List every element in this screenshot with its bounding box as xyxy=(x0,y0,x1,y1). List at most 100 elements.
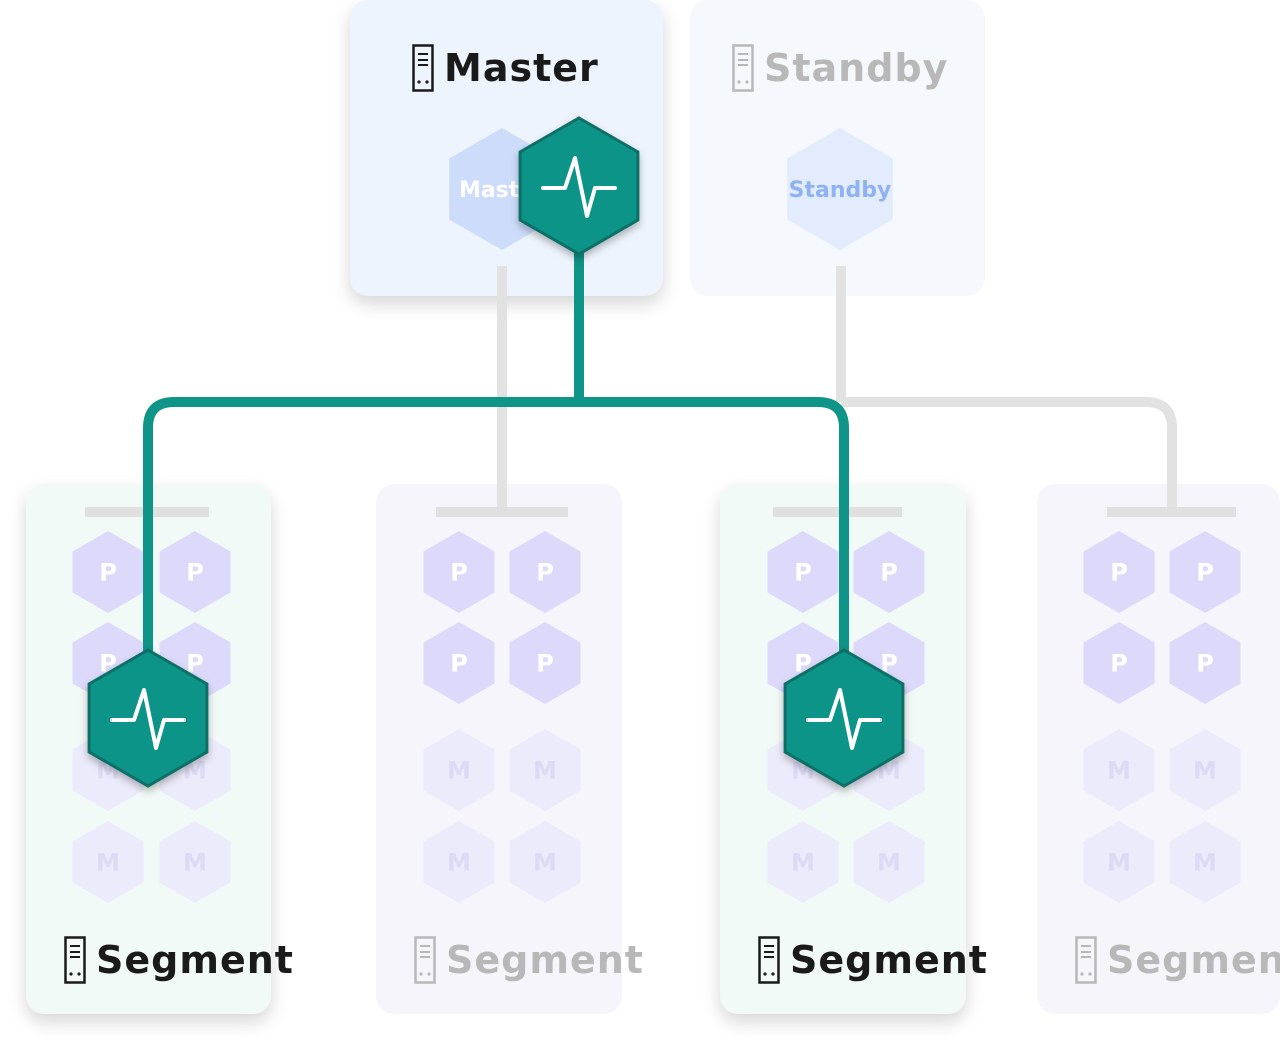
mirror-hex-seg4-1-shape xyxy=(1083,729,1155,811)
primary-hex-seg1-1-label: P xyxy=(99,559,117,587)
mirror-hex-seg3-3-label: M xyxy=(791,849,815,877)
segment-3-monitor-hex xyxy=(783,648,905,788)
primary-hex-seg1-1-shape xyxy=(72,531,144,613)
primary-hex-seg2-3: P xyxy=(423,622,495,704)
mirror-hex-seg1-3-label: M xyxy=(96,849,120,877)
standby-title-text: Standby xyxy=(764,46,949,90)
master-title: Master xyxy=(412,44,599,92)
primary-hex-seg2-1-label: P xyxy=(450,559,468,587)
primary-hex-seg2-1: P xyxy=(423,531,495,613)
mirror-hex-seg4-1: M xyxy=(1083,729,1155,811)
mirror-hex-seg2-3: M xyxy=(423,821,495,903)
segment-card-2: Segment xyxy=(376,484,643,1014)
primary-hex-seg4-3: P xyxy=(1083,622,1155,704)
mirror-hex-seg2-4-shape xyxy=(509,821,581,903)
heartbeat-icon xyxy=(806,688,882,750)
primary-hex-seg4-2: P xyxy=(1169,531,1241,613)
mirror-hex-seg4-3: M xyxy=(1083,821,1155,903)
heartbeat-icon xyxy=(110,688,186,750)
primary-hex-seg3-4-label: P xyxy=(880,650,898,678)
primary-hex-seg3-1-shape xyxy=(767,531,839,613)
mirror-hex-seg3-4: M xyxy=(853,821,925,903)
primary-hex-seg4-4: P xyxy=(1169,622,1241,704)
primary-hex-seg4-3-shape xyxy=(1083,622,1155,704)
primary-hex-seg2-2-label: P xyxy=(536,559,554,587)
server-icon xyxy=(732,44,754,92)
mirror-hex-seg2-1-label: M xyxy=(447,757,471,785)
mirror-hex-seg4-2-label: M xyxy=(1193,757,1217,785)
mirror-hex-seg2-2-shape xyxy=(509,729,581,811)
mirror-hex-seg4-2-shape xyxy=(1169,729,1241,811)
server-icon xyxy=(414,936,436,984)
mirror-hex-seg3-3-shape xyxy=(767,821,839,903)
segment-title-text-3: Segment xyxy=(790,938,988,982)
standby-node-hex-label: Standby xyxy=(789,178,892,203)
segment-bar-4 xyxy=(1107,507,1236,517)
segment-title-text-2: Segment xyxy=(446,938,644,982)
primary-hex-seg2-4-shape xyxy=(509,622,581,704)
mirror-hex-seg3-4-label: M xyxy=(877,849,901,877)
mirror-hex-seg2-4: M xyxy=(509,821,581,903)
segment-bar-2 xyxy=(436,507,568,517)
primary-hex-seg4-2-shape xyxy=(1169,531,1241,613)
primary-hex-seg4-4-label: P xyxy=(1196,650,1214,678)
mirror-hex-seg2-3-shape xyxy=(423,821,495,903)
primary-hex-seg4-3-label: P xyxy=(1110,650,1128,678)
mirror-hex-seg1-3: M xyxy=(72,821,144,903)
primary-hex-seg2-2-shape xyxy=(509,531,581,613)
mirror-hex-seg2-1-shape xyxy=(423,729,495,811)
segment-1-monitor-hex xyxy=(87,648,209,788)
mirror-hex-seg2-1: M xyxy=(423,729,495,811)
primary-hex-seg2-2: P xyxy=(509,531,581,613)
primary-hex-seg3-1-label: P xyxy=(794,559,812,587)
mirror-hex-seg4-3-label: M xyxy=(1107,849,1131,877)
monitor-path xyxy=(143,250,849,720)
mirror-hex-seg3-3: M xyxy=(767,821,839,903)
primary-hex-seg4-1: P xyxy=(1083,531,1155,613)
primary-hex-seg2-4: P xyxy=(509,622,581,704)
primary-hex-seg2-3-label: P xyxy=(450,650,468,678)
segment-title-4: Segment xyxy=(1075,936,1280,984)
mirror-hex-seg1-4: M xyxy=(159,821,231,903)
server-icon xyxy=(412,44,434,92)
mirror-hex-seg4-2: M xyxy=(1169,729,1241,811)
mirror-hex-seg1-4-shape xyxy=(159,821,231,903)
mirror-hex-seg4-3-shape xyxy=(1083,821,1155,903)
mirror-hex-seg1-3-shape xyxy=(72,821,144,903)
master-monitor-hex xyxy=(518,116,640,256)
primary-hex-seg2-1-shape xyxy=(423,531,495,613)
gray-connectors xyxy=(497,266,1177,512)
standby-node-hex-shape xyxy=(787,128,893,250)
segment-title-1: Segment xyxy=(64,936,294,984)
mirror-hex-seg4-4-label: M xyxy=(1193,849,1217,877)
standby-node-hex: Standby xyxy=(787,128,893,250)
primary-hex-seg1-1: P xyxy=(72,531,144,613)
primary-hex-seg1-4-label: P xyxy=(186,650,204,678)
primary-hex-seg3-2: P xyxy=(853,531,925,613)
mirror-hex-seg1-4-label: M xyxy=(183,849,207,877)
segment-bar-3 xyxy=(773,507,902,517)
primary-hex-seg1-2-shape xyxy=(159,531,231,613)
monitor-hexes xyxy=(87,116,905,788)
primary-hex-seg4-4-shape xyxy=(1169,622,1241,704)
segment-title-3: Segment xyxy=(758,936,988,984)
server-icon xyxy=(758,936,780,984)
primary-hex-seg3-2-label: P xyxy=(880,559,898,587)
master-title-text: Master xyxy=(444,46,599,90)
mirror-hex-seg3-4-shape xyxy=(853,821,925,903)
primary-hex-seg4-2-label: P xyxy=(1196,559,1214,587)
segment-title-text-4: Segment xyxy=(1107,938,1280,982)
mirror-hex-seg2-3-label: M xyxy=(447,849,471,877)
primary-hex-seg4-1-shape xyxy=(1083,531,1155,613)
primary-hex-seg1-2: P xyxy=(159,531,231,613)
server-icon xyxy=(1075,936,1097,984)
standby-title: Standby xyxy=(732,44,948,92)
mirror-hex-seg2-2: M xyxy=(509,729,581,811)
mirror-hex-seg2-4-label: M xyxy=(533,849,557,877)
primary-hex-seg2-3-shape xyxy=(423,622,495,704)
standby-branch-line xyxy=(841,397,1177,512)
primary-hex-seg3-1: P xyxy=(767,531,839,613)
server-icon xyxy=(64,936,86,984)
